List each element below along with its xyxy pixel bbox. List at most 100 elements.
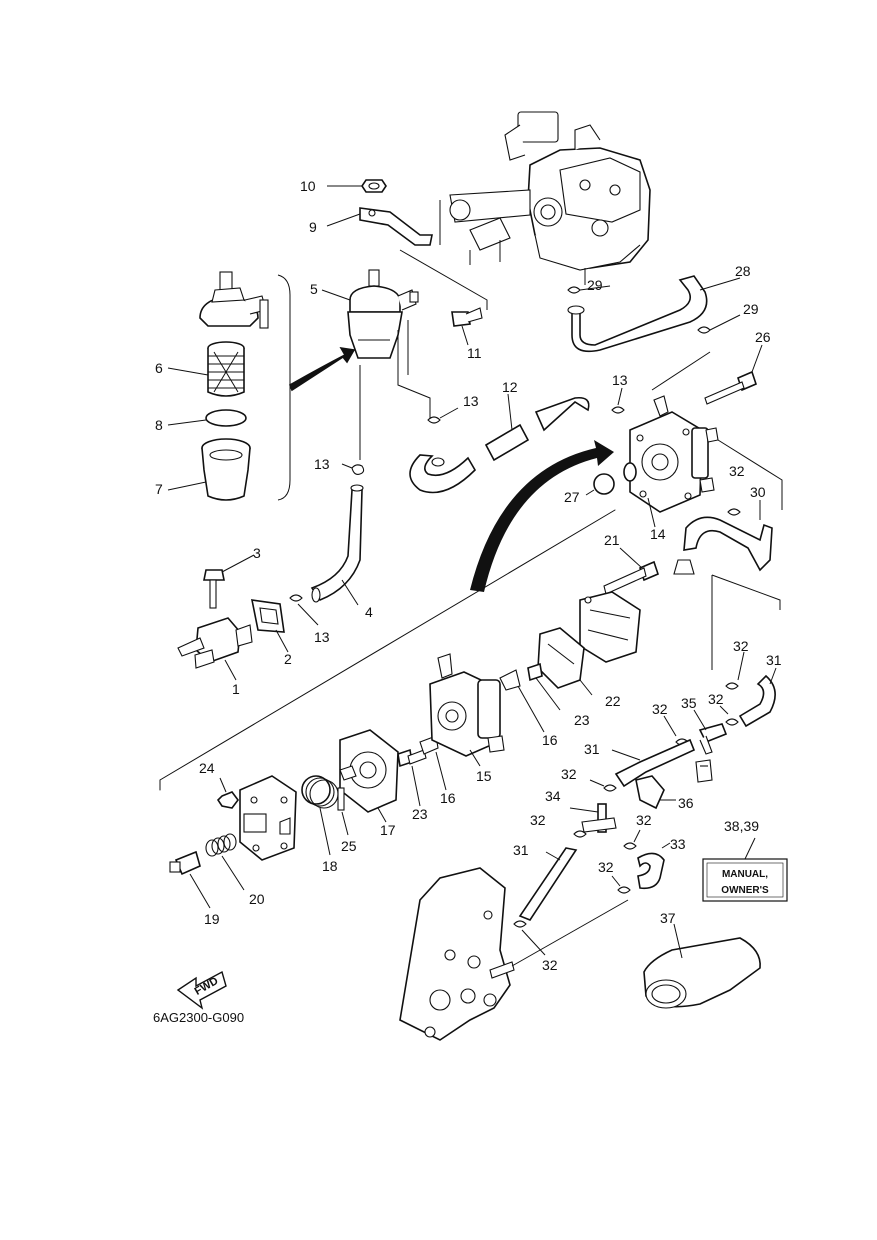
bolt-part-11 [451,307,483,346]
callout-32-m2: 32 [530,812,546,828]
callout-31-right: 31 [766,652,782,668]
callout-32-r2: 32 [708,691,724,707]
callout-32-r3: 32 [652,701,668,717]
gasket-part-2 [250,599,289,653]
group-bracket [277,274,291,501]
clamp-part-32-m3 [623,829,641,850]
clip-part-13-left [341,463,365,475]
callout-32-m1: 32 [561,766,577,782]
callout-10: 10 [300,178,316,194]
screw-part-23-upper [527,662,561,711]
callout-1: 1 [232,681,240,697]
callout-19: 19 [204,911,220,927]
callout-12: 12 [502,379,518,395]
callout-14: 14 [650,526,666,542]
callout-13-right: 13 [612,372,628,388]
callout-31-middle: 31 [584,741,600,757]
hose-part-31-middle [611,738,696,788]
clamp-part-32-m2 [573,830,587,838]
callout-29-lower: 29 [743,301,759,317]
clip-part-13-right [611,387,625,414]
filter-cup-part-7 [167,438,251,501]
o-ring-part-27 [585,473,615,496]
screw-part-3 [203,554,255,609]
callout-20: 20 [249,891,265,907]
callout-24: 24 [199,760,215,776]
clip-part-29-lower [697,314,741,334]
carburetor-assembly [439,111,651,285]
hose-part-31-lower [518,847,578,921]
manual-box-line2: OWNER'S [721,885,769,896]
callout-32-m3: 32 [636,812,652,828]
callout-23-lower: 23 [412,806,428,822]
spring-part-18 [301,775,339,856]
clip-part-13-lower [289,594,319,626]
clamp-part-32-m4 [611,875,631,894]
hose-part-4 [310,484,364,606]
valve-cap [673,559,781,670]
callout-27: 27 [564,489,580,505]
filter-element-part-6 [167,341,245,397]
diagram-code: 6AG2300-G090 [153,1010,244,1025]
clip-part-29-upper [567,285,611,294]
callout-11: 11 [467,345,482,361]
callout-37: 37 [660,910,676,926]
filter-cap-exploded [199,271,269,329]
callout-16-upper: 16 [542,732,558,748]
callout-32-lower: 32 [542,957,558,973]
nut-part-10 [327,179,387,193]
callout-23-upper: 23 [574,712,590,728]
callout-4: 4 [365,604,373,620]
callout-labels: 10 9 5 11 29 28 29 26 6 8 7 12 13 13 13 … [155,178,782,973]
callout-6: 6 [155,360,163,376]
callout-36: 36 [678,795,694,811]
callout-13-mid: 13 [463,393,479,409]
clamp-part-32-m1 [589,779,617,792]
o-ring-part-8 [167,409,247,427]
callout-7: 7 [155,481,163,497]
hose-part-33 [637,842,671,890]
callout-35: 35 [681,695,697,711]
hose-part-28 [567,275,741,353]
pump-base-plate [239,775,297,861]
bracket-part-9 [326,207,488,310]
callout-21: 21 [604,532,620,548]
manual-box-line1: MANUAL, [722,869,768,880]
callout-22: 22 [605,693,621,709]
owners-manual-box: MANUAL, OWNER'S [702,837,788,902]
callout-2: 2 [284,651,292,667]
small-fitting [695,759,713,783]
pin-part-25 [337,787,349,836]
fwd-arrow-icon: FWD [176,970,227,1010]
clamp-part-32-lower [513,920,546,956]
joint-part-35 [693,709,728,755]
clamp-part-32-r3 [663,715,689,746]
hose-part-31-right [738,667,777,728]
callout-17: 17 [380,822,396,838]
callout-29-upper: 29 [587,277,603,293]
callout-34: 34 [545,788,561,804]
callout-32-upper: 32 [729,463,745,479]
clip-part-36 [635,775,676,810]
callout-32-m4: 32 [598,859,614,875]
callout-33: 33 [670,836,686,852]
callout-9: 9 [309,219,317,235]
arrow-to-pump [470,440,614,592]
hose-part-12 [409,393,590,494]
clamp-part-32-r2 [719,705,739,726]
part-37 [643,923,761,1009]
callout-13-lower: 13 [314,629,330,645]
pump-body-part-15 [429,653,505,767]
screw-part-23-lower [397,748,427,807]
pump-cover-part-22 [579,591,641,663]
callout-28: 28 [735,263,751,279]
callout-31-lower: 31 [513,842,529,858]
hose-part-30 [683,500,773,572]
callout-26: 26 [755,329,771,345]
fuel-filter-part-5 [321,269,431,460]
clamp-part-32-r1 [725,651,745,690]
callout-8: 8 [155,417,163,433]
callout-38-39: 38,39 [724,818,759,834]
callout-16-lower: 16 [440,790,456,806]
callout-13-left: 13 [314,456,330,472]
